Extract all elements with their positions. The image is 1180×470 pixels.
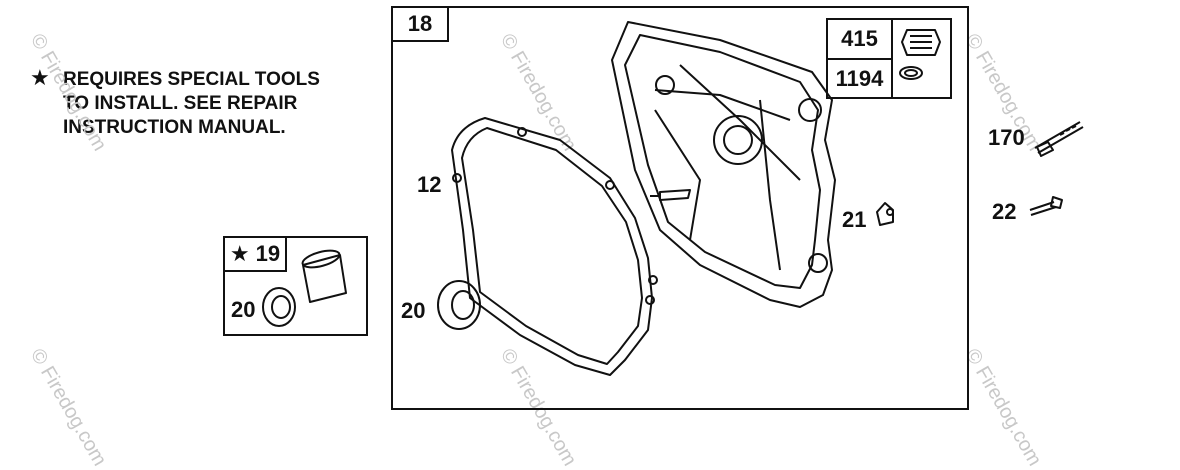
washer-drawing (899, 66, 923, 80)
special-tools-note: ★ REQUIRES SPECIAL TOOLS TO INSTALL. SEE… (30, 65, 320, 140)
part-label-12[interactable]: 12 (417, 172, 442, 197)
oil-seal-drawing (437, 280, 481, 330)
note-text: REQUIRES SPECIAL TOOLS TO INSTALL. SEE R… (63, 69, 320, 138)
star-icon: ★ (30, 65, 50, 90)
oil-plug-drawing (901, 29, 941, 56)
parts-drawing (262, 21, 1084, 376)
part-label-170[interactable]: 170 (988, 125, 1025, 150)
part-label-19[interactable]: ★ 19 (223, 236, 287, 272)
seal-kit-box (223, 236, 368, 336)
bushing-drawing (302, 254, 347, 303)
part-label-20-kit[interactable]: 20 (231, 297, 256, 322)
part-label-21[interactable]: 21 (842, 207, 867, 232)
part-label-20[interactable]: 20 (401, 298, 426, 323)
crankcase-cover-drawing (611, 21, 836, 308)
part-label-18[interactable]: 18 (391, 6, 449, 42)
kit-seal-drawing (262, 287, 296, 327)
part-label-22[interactable]: 22 (992, 199, 1017, 224)
crankcase-cover-box (391, 6, 969, 410)
stud-drawing (1034, 121, 1084, 157)
gasket-drawing (451, 117, 653, 376)
breather-drawing (876, 202, 894, 226)
screw-drawing (1029, 196, 1063, 216)
part-label-1194[interactable]: 1194 (826, 58, 893, 99)
